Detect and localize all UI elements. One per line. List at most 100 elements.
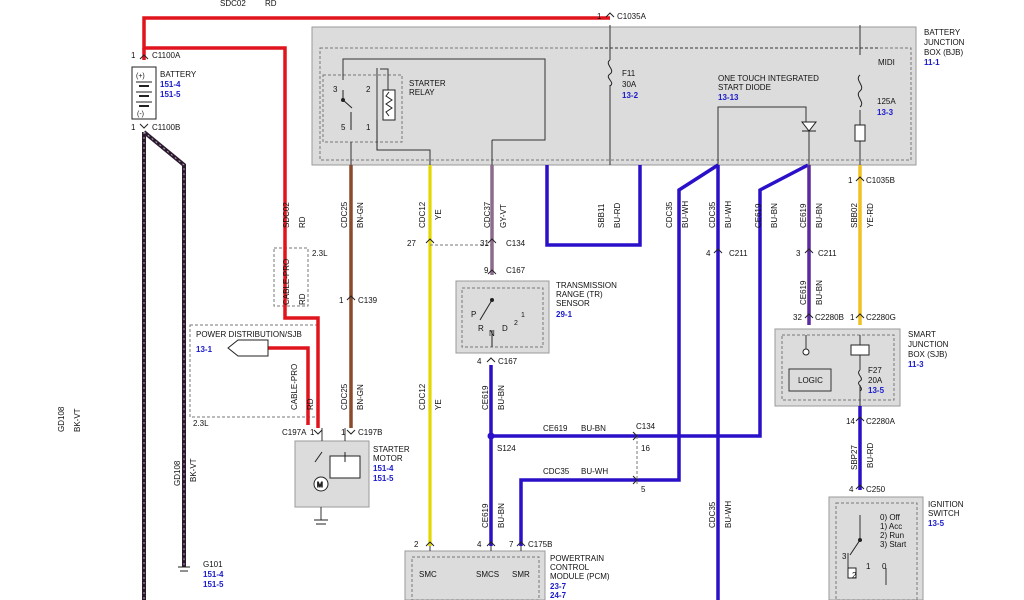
wire-label: CDC12 [418,201,427,228]
wire-label: BU-BN [581,424,606,433]
relay-coil-icon [341,89,396,150]
bjb-label: BATTERY [924,28,961,37]
wire-label: CE619 [481,503,490,528]
bjb-ref: 11-1 [924,58,940,67]
wire-label: CDC25 [340,383,349,410]
battery-plus: (+) [136,73,145,80]
pcm-box [404,550,546,600]
f27-label: F27 [868,366,882,375]
logic-label: LOGIC [798,376,823,385]
ignition-label: IGNITION [928,500,964,509]
wire-label: BU-BN [497,385,506,410]
connector-c211: C211 [729,249,748,258]
starter-relay-box [322,74,403,143]
wire-label: BK-VT [189,458,198,482]
wire-label: BU-WH [724,501,733,528]
wire-label: BU-WH [581,467,608,476]
starter-motor-ref: 151-4 [373,464,394,473]
pcm-pin-label: SMC [419,570,437,579]
pin-label: 1 [848,176,853,185]
splice-s124 [487,432,495,440]
g101-label: G101 [203,560,223,569]
starter-motor-icon: M [313,451,361,492]
wire-gd108-bkvt [142,130,186,567]
wire-label: SDC02 [282,202,291,228]
f11-ref: 13-2 [622,91,639,100]
connector-c1035a: C1035A [617,12,647,21]
starter-motor-label: STARTER [373,445,410,454]
power-dist-ref: 13-1 [196,345,213,354]
wire-label: CE619 [543,424,568,433]
sjb-ref: 11-3 [908,360,924,369]
pin-label: 1 [850,313,855,322]
ignition-position: 3) Start [880,540,907,549]
top-circuit-label: SDC02 [220,0,246,8]
pin-label: 4 [849,485,854,494]
f27-ref: 13-5 [868,386,885,395]
relay-pin: 5 [341,123,346,132]
sjb-label: SMART [908,330,936,339]
pcm-ref: 24-7 [550,591,567,600]
sjb-box [774,328,901,407]
sjb-label: JUNCTION [908,340,949,349]
connector-c167: C167 [506,266,526,275]
diode-label: START DIODE [718,83,771,92]
wire-label: BU-WH [681,201,690,228]
power-dist-connector-icon [227,339,269,357]
wire-label: GY-VT [499,204,508,228]
pin-label: 7 [509,540,514,549]
wire-label: BU-BN [815,280,824,305]
wire-label: YE-RD [866,203,875,228]
wire-label: CE619 [754,203,763,228]
pin-label: 5 [641,485,646,494]
pin-label: 1 [131,51,136,60]
bjb-label: BOX (BJB) [924,48,963,57]
wire-label: YE [434,399,443,410]
ignition-ref: 13-5 [928,519,945,528]
relay-pin: 3 [333,85,338,94]
wire-label: BU-RD [866,442,875,468]
pin-label: 31 [480,239,489,248]
pin-label: 9 [484,266,489,275]
pcm-label: MODULE (PCM) [550,572,610,581]
gauge-label: 2.3L [312,249,328,258]
tr-gear: 2 [514,320,518,327]
pin-label: 1 [131,123,136,132]
f11-label: F11 [622,69,636,78]
wire-label: BU-BN [815,203,824,228]
tr-gear: 1 [521,312,525,319]
battery-ref: 151-5 [160,90,181,99]
diode-label: ONE TOUCH INTEGRATED [718,74,819,83]
pin-label: 16 [641,444,650,453]
pin-label: 1 [310,428,315,437]
ground-icon [178,519,328,572]
ignition-position: 0) Off [880,513,901,522]
wire-label: CABLE-PRO [282,259,291,305]
ignition-position: 1) Acc [880,522,902,531]
connector-c134: C134 [636,422,656,431]
wire-label: CE619 [481,385,490,410]
connector-c250: C250 [866,485,886,494]
tr-switch-icon [479,298,494,347]
connector-c2280b: C2280B [815,313,844,322]
pin-label: 4 [477,357,482,366]
wire-label: RD [306,398,315,410]
wire-label: YE [434,209,443,220]
wire-label: SBB02 [850,203,859,228]
pin-label: 27 [407,239,416,248]
pin-label: 32 [793,313,802,322]
connector-c139: C139 [358,296,378,305]
sjb-label: BOX (SJB) [908,350,947,359]
ignition-label: SWITCH [928,509,960,518]
connector-c1100b: C1100B [152,123,180,132]
switch-pin: 1 [866,562,871,571]
connector-c175b: C175B [528,540,552,549]
f11-rating: 30A [622,80,637,89]
battery-icon [131,66,157,120]
pcm-pin-label: SMR [512,570,530,579]
svg-text:M: M [317,482,323,489]
wire-label: BK-VT [73,408,82,432]
connector-c197b: C197B [358,428,382,437]
wire-label: CABLE-PRO [290,364,299,410]
